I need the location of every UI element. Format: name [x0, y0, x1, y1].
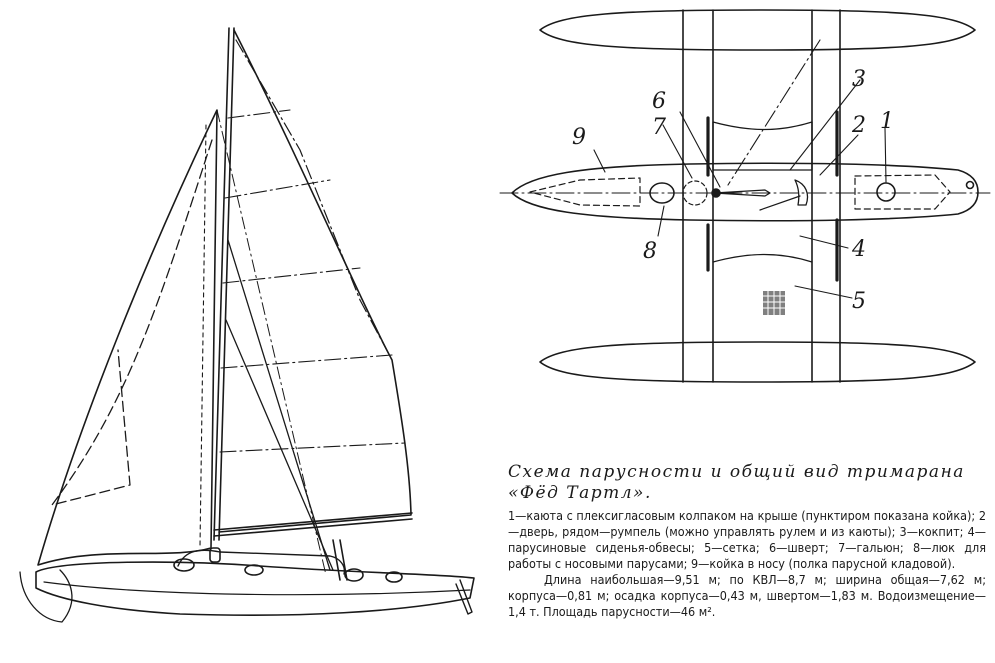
bunk-aft [854, 174, 951, 210]
centerboard [713, 189, 771, 197]
plan-view [499, 9, 991, 383]
plan-labels: 1 2 3 4 5 6 7 8 9 [572, 67, 894, 314]
mast [213, 27, 235, 541]
caption-block: Схема парусности и общий вид тримарана «… [508, 462, 986, 620]
caption-title: Схема парусности и общий вид тримарана «… [508, 462, 965, 503]
bunk-forward [529, 177, 641, 207]
jib-dashed [51, 139, 213, 506]
jib [37, 109, 218, 566]
shroud [227, 239, 331, 571]
head [682, 180, 708, 206]
leader-lines [593, 79, 887, 299]
seat-sheet-lower [712, 253, 813, 263]
sheet-line [727, 39, 821, 186]
label-5: 5 [852, 289, 866, 314]
cabin-hatch [876, 182, 896, 202]
caption-specs: Длина наибольшая—9,51 м; по КВЛ—8,7 м; ш… [508, 572, 986, 619]
mainsail-leech-line [235, 39, 393, 361]
main-hull-plan [511, 162, 979, 222]
forestay-dash [199, 124, 207, 547]
label-9: 9 [572, 125, 586, 150]
forward-hatch [649, 182, 675, 204]
mainsail [218, 29, 412, 533]
jib-sheet [216, 109, 327, 576]
door [794, 179, 809, 206]
upper-float [539, 9, 976, 51]
tiller [759, 195, 801, 211]
shroud-2 [225, 319, 334, 571]
mainsail-battens [219, 109, 406, 453]
lower-float [539, 341, 976, 383]
seat-sheet-upper [712, 121, 813, 171]
label-8: 8 [643, 239, 657, 264]
label-7: 7 [652, 115, 666, 140]
hull-side [19, 539, 475, 623]
netting [762, 290, 786, 316]
sail-plan [19, 27, 475, 623]
label-2: 2 [851, 113, 866, 138]
label-6: 6 [652, 89, 666, 114]
caption-legend: 1—каюта с плексигласовым колпаком на кры… [508, 508, 986, 571]
label-1: 1 [880, 109, 894, 134]
label-3: 3 [852, 67, 866, 92]
label-4: 4 [851, 237, 866, 262]
